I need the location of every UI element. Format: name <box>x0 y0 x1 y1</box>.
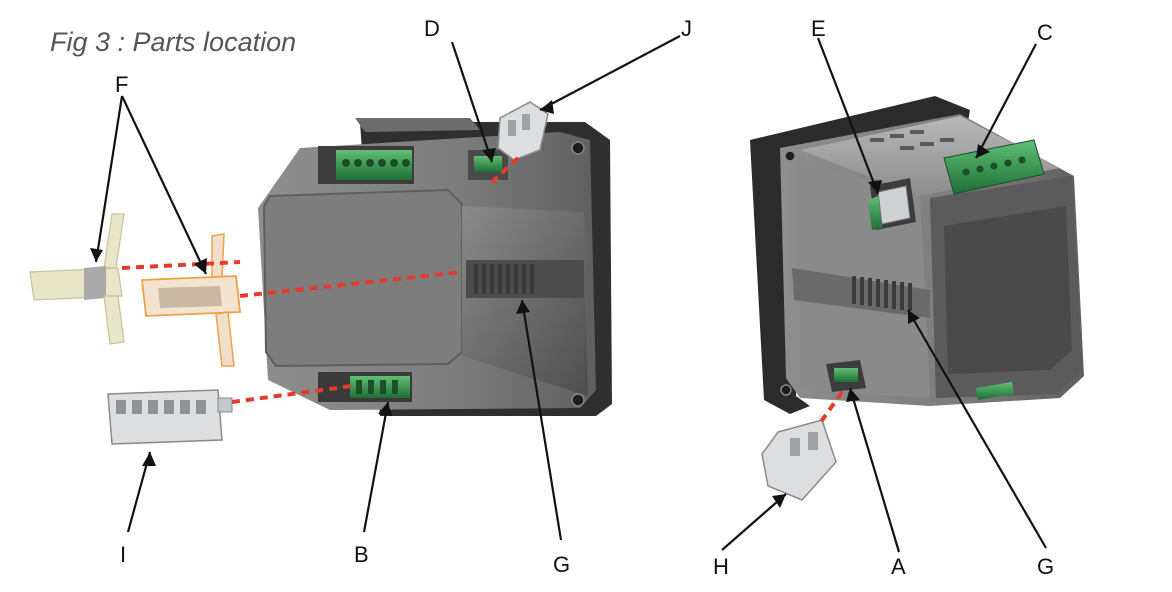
arrowhead-j <box>540 100 554 114</box>
left-mount-hole-bottom <box>571 393 585 407</box>
leader-c <box>975 43 1037 159</box>
arrowhead-b <box>378 402 392 416</box>
arrowhead-f-right <box>194 258 207 274</box>
alignment-line-h <box>816 390 844 428</box>
arrowhead-e <box>868 180 882 194</box>
leader-f-left <box>94 95 124 263</box>
leader-g-left <box>520 299 563 541</box>
leader-lines <box>94 35 1047 553</box>
left-top-port-d <box>474 156 502 172</box>
right-device <box>750 96 1084 414</box>
left-device-side-panel <box>462 206 588 396</box>
leader-g-right <box>907 309 1047 549</box>
leader-b <box>362 401 390 533</box>
label-d: D <box>424 16 440 41</box>
right-device-rear-panel <box>944 206 1072 374</box>
right-mount-hole-top <box>784 150 796 162</box>
figure-title: Fig 3 : Parts location <box>50 27 296 57</box>
arrowhead-g-right <box>908 310 920 324</box>
right-port-e <box>877 185 911 225</box>
left-top-terminal-block <box>336 150 412 180</box>
alignment-lines <box>121 156 844 428</box>
part-labels: D J F E C I B G H A G <box>115 16 1054 579</box>
leader-e <box>816 37 880 195</box>
label-f: F <box>115 72 128 97</box>
right-top-vents <box>870 130 954 150</box>
left-mount-hole-top <box>571 141 585 155</box>
left-device-clip-ribs <box>474 264 534 294</box>
label-i: I <box>120 542 126 567</box>
right-device-clip-ribs <box>852 276 912 311</box>
arrowhead-c <box>976 144 990 158</box>
plug-i <box>107 389 233 445</box>
label-b: B <box>354 542 369 567</box>
right-bottom-terminal <box>976 382 1014 400</box>
leader-j <box>539 35 681 111</box>
arrowhead-a <box>846 388 860 402</box>
plug-h <box>761 419 837 501</box>
arrowhead-d <box>482 148 496 162</box>
leader-a <box>848 387 901 553</box>
arrowhead-f-left <box>90 248 103 262</box>
plug-j <box>497 101 549 161</box>
leader-arrowheads <box>90 100 990 508</box>
left-bottom-terminal-block <box>350 376 410 398</box>
bracket-f-highlighted <box>140 233 242 367</box>
left-device <box>258 118 612 416</box>
label-a: A <box>891 554 906 579</box>
right-terminal-block-c <box>943 139 1045 195</box>
alignment-line-f-lower <box>239 270 463 298</box>
alignment-line-i <box>231 384 353 404</box>
label-g-right: G <box>1037 554 1054 579</box>
label-j: J <box>681 16 692 41</box>
leader-d <box>450 41 494 163</box>
bracket-f-plain <box>29 213 125 345</box>
leader-f-right <box>121 95 207 275</box>
arrowhead-g-left <box>516 300 530 314</box>
label-c: C <box>1037 20 1053 45</box>
label-e: E <box>811 16 826 41</box>
right-port-a <box>834 368 858 382</box>
label-g-left: G <box>553 552 570 577</box>
leader-h <box>721 493 787 551</box>
arrowhead-i <box>142 452 156 466</box>
label-h: H <box>713 554 729 579</box>
alignment-line-f-upper <box>121 260 241 270</box>
right-mount-hole-bottom <box>780 384 792 396</box>
right-port-e-contacts <box>868 196 882 230</box>
arrowhead-h <box>772 494 786 508</box>
left-device-top-rim <box>355 118 480 132</box>
left-device-rear-face <box>262 188 463 368</box>
alignment-line-j <box>486 156 520 188</box>
